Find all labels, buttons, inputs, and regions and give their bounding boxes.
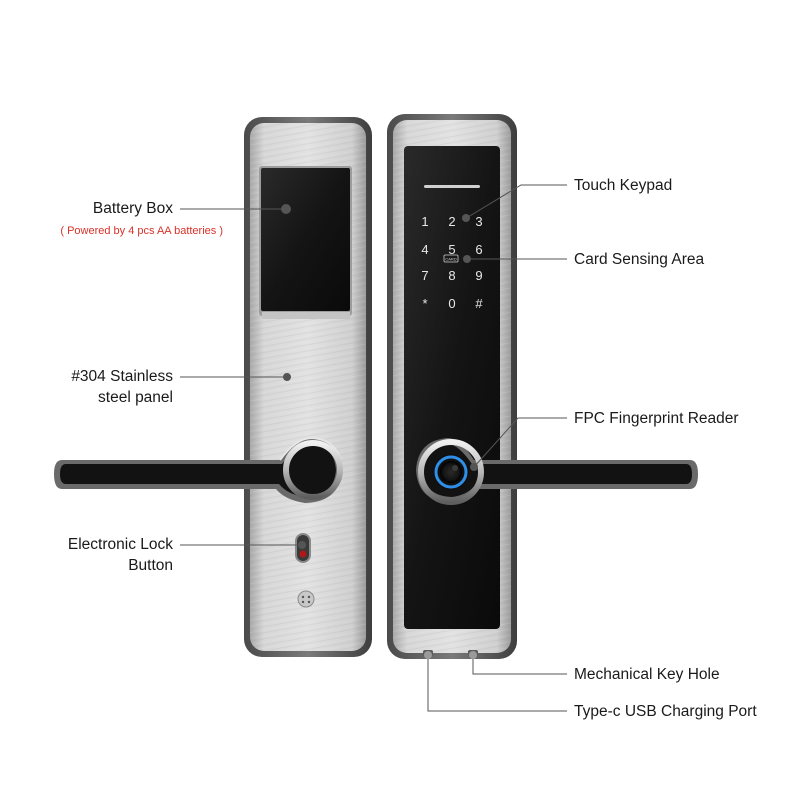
leader-fingerprint	[473, 417, 567, 468]
lock-button-label-line2: Button	[128, 557, 173, 574]
battery-note-label: ( Powered by 4 pcs AA batteries )	[60, 225, 223, 237]
dot-keypad	[462, 214, 470, 222]
outer-lever-handle[interactable]	[416, 438, 698, 505]
leader-keyhole	[472, 655, 567, 675]
keypad-key[interactable]: 8	[448, 268, 455, 283]
touch-keypad-label: Touch Keypad	[574, 177, 673, 194]
leader-usb	[427, 655, 567, 712]
dot-usb	[424, 651, 432, 659]
inner-lever-handle[interactable]	[54, 436, 343, 503]
dot-lock-button	[298, 541, 306, 549]
callout-lines	[180, 184, 567, 712]
fingerprint-ring-light	[434, 455, 468, 489]
battery-box	[259, 166, 352, 319]
keypad-key[interactable]: 5	[448, 242, 455, 257]
outer-panel: 1 2 3 4 5 6 7 8 9 * 0 # CARD	[387, 114, 517, 659]
keypad-key[interactable]: 4	[421, 242, 428, 257]
touch-keypad[interactable]: 1 2 3 4 5 6 7 8 9 * 0 #	[421, 214, 483, 311]
fingerprint-reader[interactable]	[433, 454, 469, 490]
card-badge-text: CARD	[445, 257, 456, 262]
card-sensing-area[interactable]: CARD	[443, 254, 459, 263]
key-hole-label: Mechanical Key Hole	[574, 666, 720, 683]
leader-keypad	[467, 184, 567, 218]
status-light-bar	[424, 185, 480, 188]
keypad-key[interactable]: 0	[448, 296, 455, 311]
dot-fingerprint	[470, 463, 478, 471]
usb-port-label: Type-c USB Charging Port	[574, 703, 757, 720]
keypad-key[interactable]: 2	[448, 214, 455, 229]
fingerprint-label: FPC Fingerprint Reader	[574, 410, 739, 427]
panel-label-line2: steel panel	[98, 389, 173, 406]
keypad-key[interactable]: 3	[475, 214, 482, 229]
dot-battery	[281, 204, 291, 214]
keypad-key[interactable]: 6	[475, 242, 482, 257]
card-area-label: Card Sensing Area	[574, 251, 705, 268]
glass-front	[404, 146, 500, 629]
lock-button-label-line1: Electronic Lock	[67, 536, 173, 553]
keypad-key[interactable]: *	[422, 296, 427, 311]
keypad-key[interactable]: #	[475, 296, 483, 311]
keypad-key[interactable]: 1	[421, 214, 428, 229]
dot-keyhole	[469, 651, 477, 659]
keypad-key[interactable]: 9	[475, 268, 482, 283]
inner-panel	[244, 117, 372, 657]
keypad-key[interactable]: 7	[421, 268, 428, 283]
panel-label-line1: #304 Stainless	[71, 368, 173, 385]
dot-panel	[283, 373, 291, 381]
reset-button[interactable]	[297, 590, 315, 608]
battery-box-label: Battery Box	[92, 200, 173, 217]
dot-card	[463, 255, 471, 263]
